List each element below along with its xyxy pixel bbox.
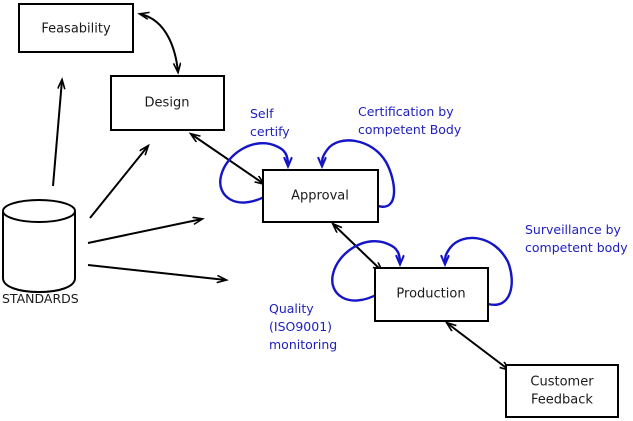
node-feasability[interactable]: Feasability [18, 3, 134, 53]
node-production[interactable]: Production [374, 267, 489, 322]
edge-standards-feasability [52, 80, 62, 187]
node-approval-box[interactable] [262, 169, 379, 223]
node-customer-feedback-box[interactable] [505, 364, 619, 418]
standards-cylinder-body[interactable] [2, 212, 76, 294]
node-customer-feedback-label-line2: Feedback [531, 393, 593, 408]
node-feasability-label: Feasability [41, 22, 111, 37]
edge-standards-design [89, 146, 148, 219]
edge-feasability-design [140, 14, 178, 72]
annotation-self-certify-line2: certify [250, 124, 290, 139]
node-production-label: Production [396, 287, 465, 302]
node-design-box[interactable] [110, 75, 225, 131]
annotation-quality-line2: (ISO9001) [269, 319, 332, 334]
node-standards[interactable]: STANDARDS [2, 199, 79, 306]
standards-cylinder-top [2, 199, 76, 223]
annotation-surveillance-by-competent-body: Surveillance by competent body [525, 222, 628, 255]
self-loop-approval-left [219, 142, 288, 204]
self-loop-production-right [445, 236, 513, 306]
annotation-certification-line1: Certification by [358, 104, 454, 119]
node-approval-label: Approval [291, 189, 349, 204]
node-design[interactable]: Design [110, 75, 225, 131]
annotation-surveillance-line1: Surveillance by [525, 222, 622, 237]
node-approval[interactable]: Approval [262, 169, 379, 223]
annotation-surveillance-line2: competent body [525, 240, 628, 255]
edge-design-approval [191, 134, 264, 184]
annotation-certification-line2: competent Body [358, 122, 462, 137]
edge-production-customer-feedback [447, 323, 509, 370]
annotation-self-certify: Self certify [250, 106, 290, 139]
self-loop-production-left [331, 240, 400, 302]
node-production-box[interactable] [374, 267, 489, 322]
node-feasability-box[interactable] [18, 3, 134, 53]
node-customer-feedback[interactable]: Customer Feedback [505, 364, 619, 418]
self-loop-approval-right [322, 139, 396, 208]
annotation-quality-line1: Quality [269, 301, 314, 316]
annotation-quality-iso9001-monitoring: Quality (ISO9001) monitoring [269, 301, 337, 352]
edge-approval-production [333, 224, 382, 271]
node-customer-feedback-label-line1: Customer [530, 375, 594, 390]
annotation-quality-line3: monitoring [269, 337, 337, 352]
annotation-self-certify-line1: Self [250, 106, 274, 121]
annotation-certification-by-competent-body: Certification by competent Body [358, 104, 462, 137]
standards-label: STANDARDS [2, 291, 79, 306]
node-design-label: Design [145, 96, 190, 111]
edge-standards-production [87, 264, 226, 280]
edge-standards-approval [87, 219, 202, 244]
